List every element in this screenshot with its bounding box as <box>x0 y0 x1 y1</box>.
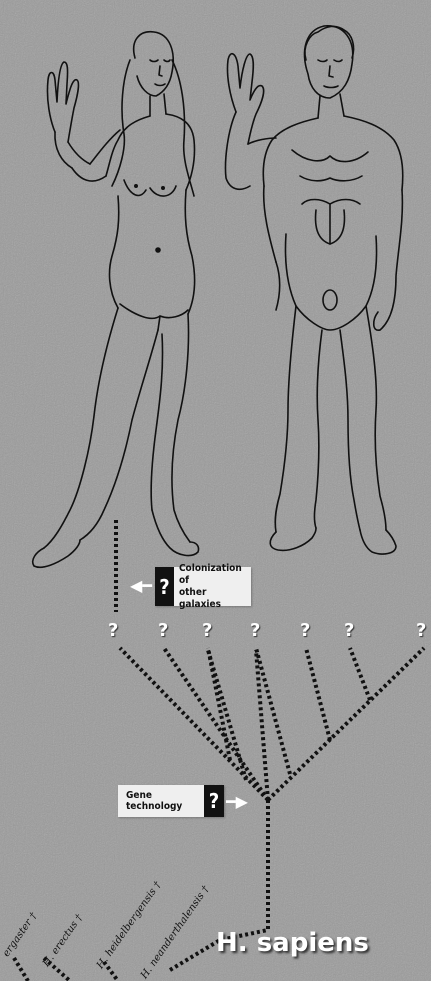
female-figure <box>33 32 199 568</box>
colonization-arrow-icon: ◀━ <box>130 576 152 595</box>
male-figure <box>225 26 402 554</box>
branch-question-mark-6: ? <box>344 620 354 641</box>
branch-question-mark-5: ? <box>300 620 310 641</box>
colonization-label: Colonization of other galaxies <box>174 563 251 611</box>
colonization-callout: ? Colonization of other galaxies <box>155 567 251 606</box>
colonization-question-box: ? <box>155 567 174 606</box>
gene-technology-question-box: ? <box>204 785 224 817</box>
species-title: H. sapiens <box>216 928 369 958</box>
gene-technology-arrow-icon: ━▶ <box>226 792 248 811</box>
branch-question-mark-4: ? <box>250 620 260 641</box>
gene-technology-callout: Gene technology ? <box>118 785 224 817</box>
branch-question-mark-1: ? <box>108 620 118 641</box>
branch-question-mark-3: ? <box>202 620 212 641</box>
branch-question-mark-2: ? <box>158 620 168 641</box>
gene-technology-label: Gene technology <box>118 790 204 812</box>
branch-question-mark-7: ? <box>416 620 426 641</box>
